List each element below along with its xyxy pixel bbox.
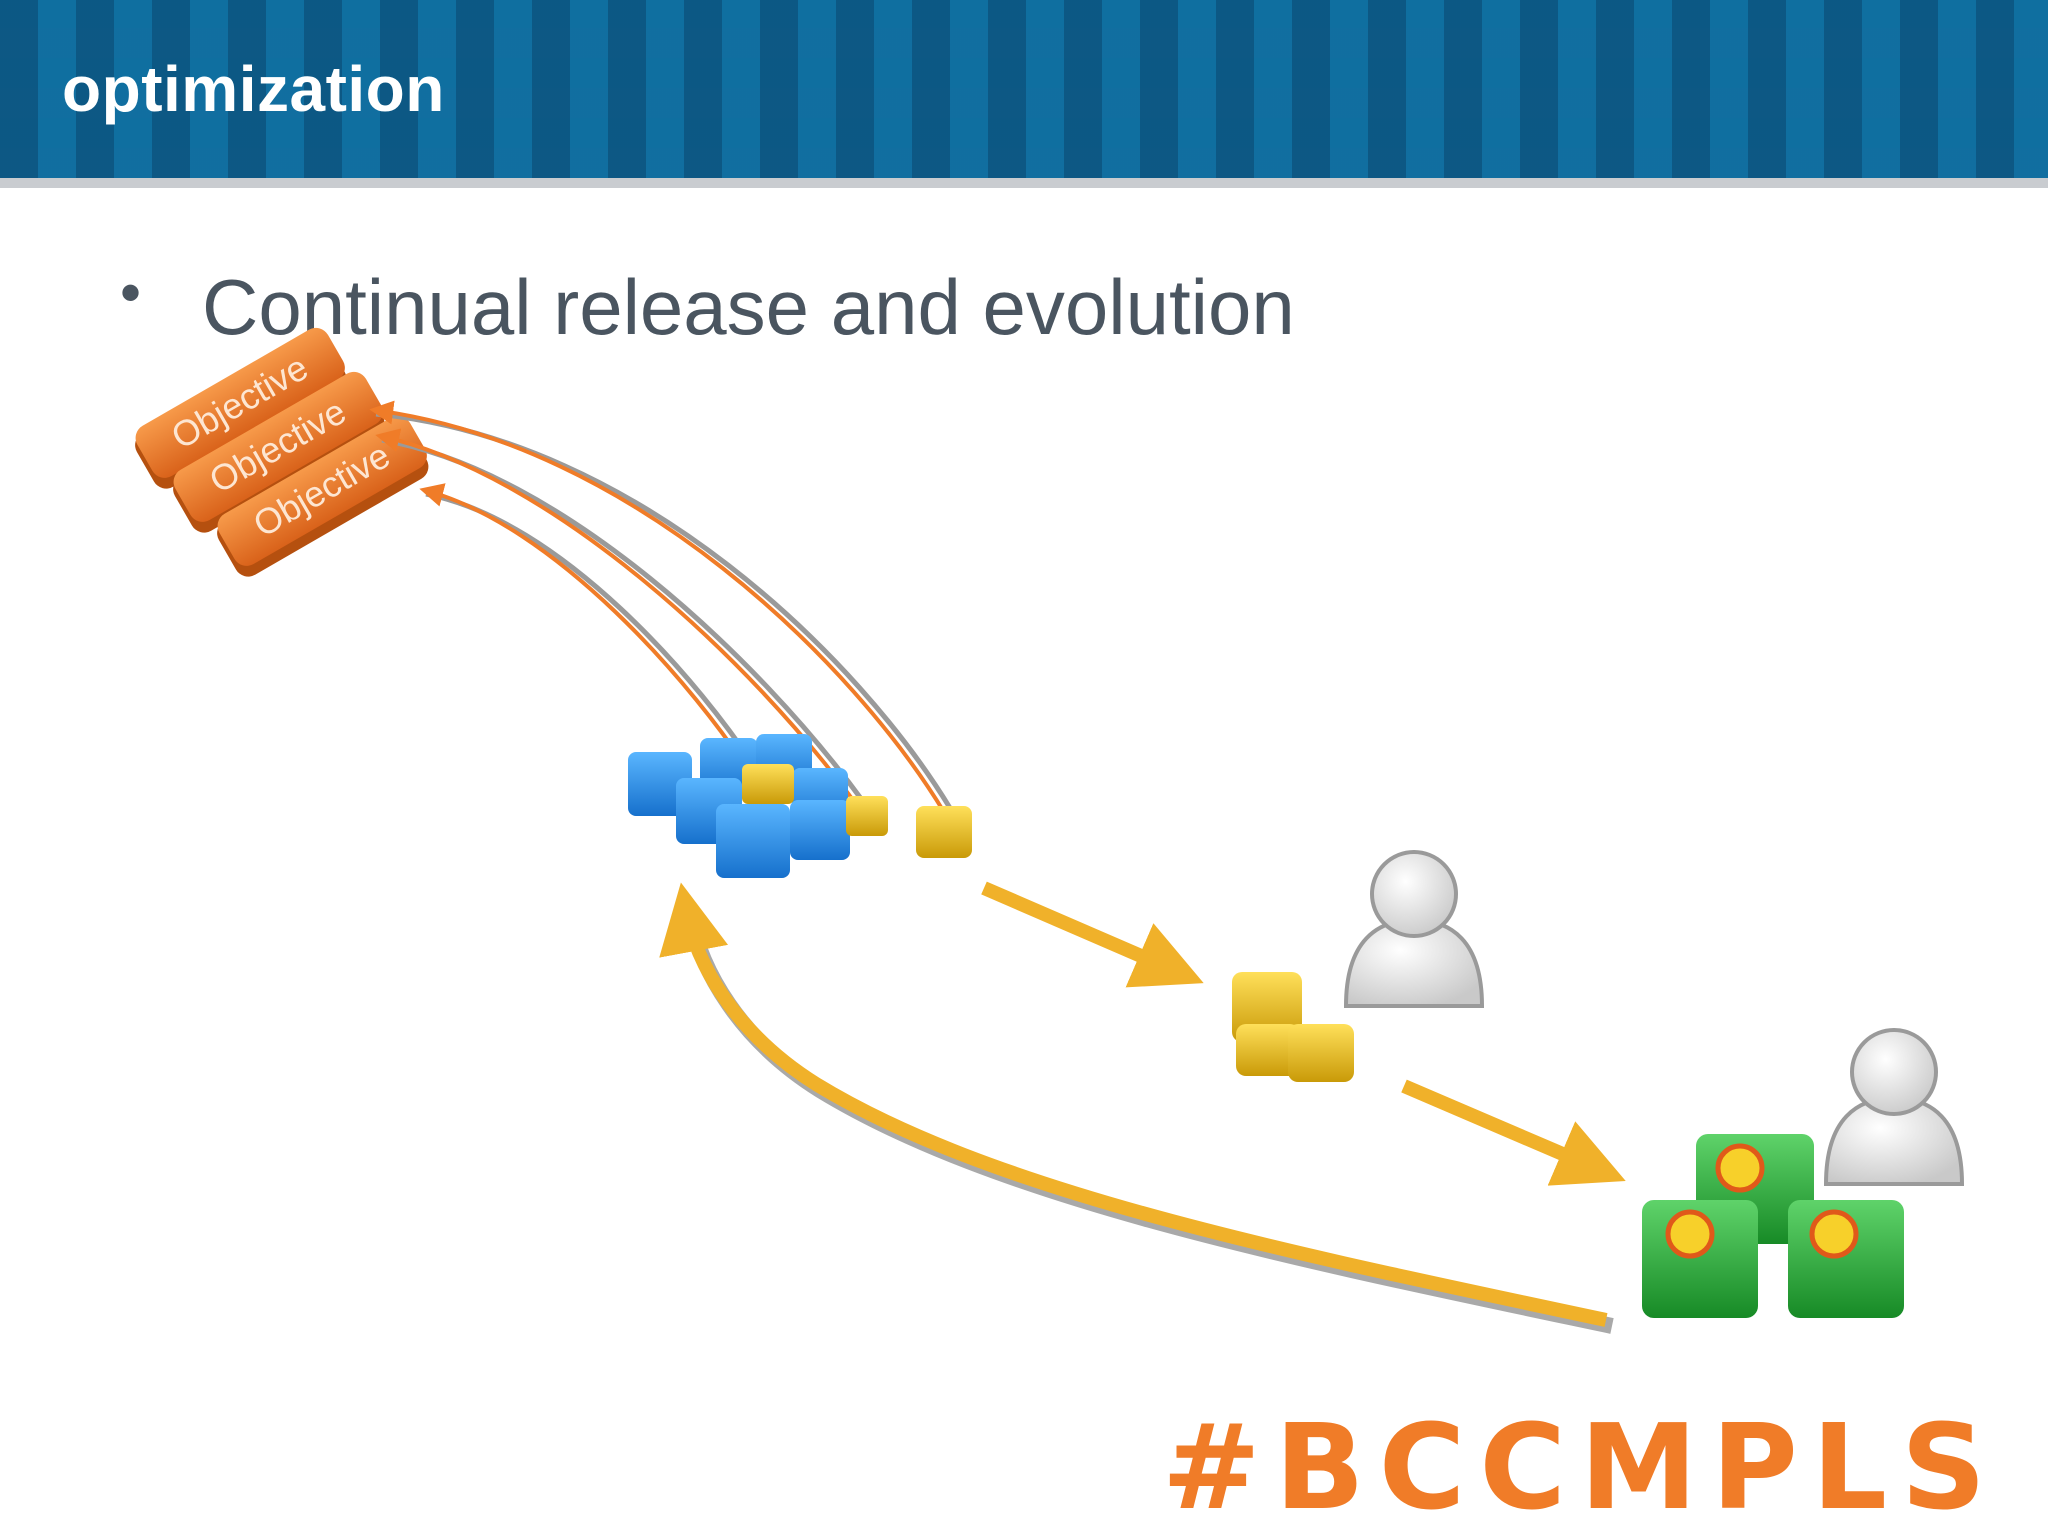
event-hashtag: #BCCMPLS [1161, 1398, 2000, 1536]
objective-links [369, 400, 953, 814]
bullet-dot-icon: • [120, 259, 142, 326]
flow-arrows [659, 881, 1626, 1334]
objective-stack: Objective Objective Objective [135, 327, 429, 577]
slide-header: optimization [0, 0, 2048, 188]
user-icon [1343, 850, 1485, 1008]
green-cubes-icon [1642, 1134, 1904, 1318]
yellow-cubes-icon [1232, 972, 1354, 1082]
user-icon [1823, 1028, 1965, 1186]
slide-title: optimization [62, 53, 445, 125]
bullet-text: Continual release and evolution [202, 263, 1295, 351]
blue-cubes-icon [628, 734, 972, 878]
